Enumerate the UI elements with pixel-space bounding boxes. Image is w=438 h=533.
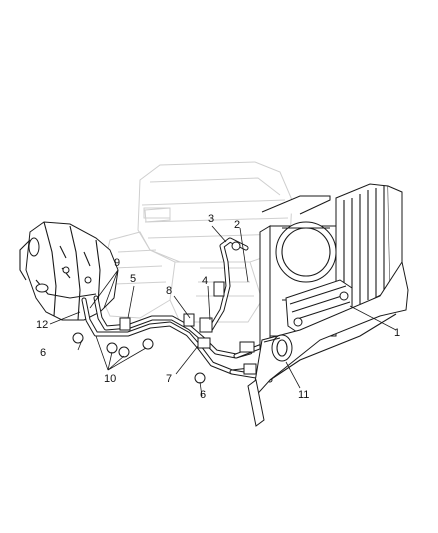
callout-4: 4: [202, 275, 208, 287]
leader-lines: [49, 225, 397, 397]
callout-5: 5: [130, 273, 136, 285]
callout-10: 10: [104, 373, 116, 385]
callout-12: 12: [36, 319, 48, 331]
callout-1: 1: [394, 327, 400, 339]
callout-7: 7: [166, 373, 172, 385]
callout-11: 11: [298, 389, 309, 401]
callout-6-left: 6: [40, 347, 46, 359]
callout-6-bottom: 6: [200, 389, 206, 401]
callout-labels: 1 2 3 4 5 6 6 7 8 9 10 11 12: [36, 213, 400, 401]
callout-9: 9: [114, 257, 120, 269]
radiator-assembly: [247, 183, 409, 427]
callout-3: 3: [208, 213, 214, 225]
transmission: [19, 221, 119, 321]
callout-8: 8: [166, 285, 172, 297]
callout-2: 2: [234, 219, 240, 231]
